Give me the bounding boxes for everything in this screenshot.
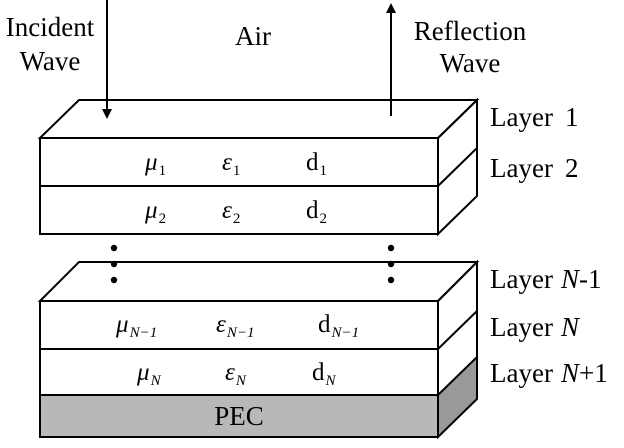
thickness-symbol: d2 <box>306 197 327 227</box>
epsilon-symbol: ε1 <box>222 149 240 179</box>
lower-side-face <box>437 259 478 440</box>
thickness-symbol: dN−1 <box>318 311 359 341</box>
epsilon-symbol: ε2 <box>222 197 240 227</box>
upper-stack <box>37 97 480 237</box>
mu-symbol: μN−1 <box>115 311 157 341</box>
epsilon-symbol: εN <box>225 359 247 389</box>
thickness-symbol: d1 <box>306 149 327 179</box>
mu-symbol: μ2 <box>144 197 166 227</box>
continuation-dots-left <box>110 244 118 284</box>
continuation-dots-right <box>387 244 395 284</box>
pec-side-face <box>438 357 477 437</box>
pec-front-face <box>40 395 438 437</box>
upper-side-face <box>437 97 478 237</box>
thickness-symbol: dN <box>312 359 337 389</box>
air-label: Air <box>235 21 271 51</box>
params-layer-2: μ2 ε2 d2 <box>144 197 327 227</box>
lower-side-divider-1 <box>437 310 478 350</box>
incident-wave-label-line1: Incident <box>6 12 95 42</box>
params-layer-n: μN εN dN <box>136 359 337 389</box>
params-layer-1: μ1 ε1 d1 <box>144 149 327 179</box>
params-layer-n-minus-1: μN−1 εN−1 dN−1 <box>115 311 359 341</box>
mu-symbol: μ1 <box>144 149 166 179</box>
upper-side-divider <box>437 147 478 187</box>
epsilon-symbol: εN−1 <box>216 311 255 341</box>
incident-wave-label-line2: Wave <box>20 46 81 76</box>
pec-label: PEC <box>214 401 264 431</box>
lower-side-divider-2 <box>437 356 478 396</box>
upper-top-face <box>37 99 480 139</box>
mu-symbol: μN <box>136 359 162 389</box>
reflection-wave-label-line1: Reflection <box>414 16 527 46</box>
lower-top-face <box>37 261 480 302</box>
reflection-wave-label-line2: Wave <box>440 48 501 78</box>
lower-stack <box>37 259 480 440</box>
